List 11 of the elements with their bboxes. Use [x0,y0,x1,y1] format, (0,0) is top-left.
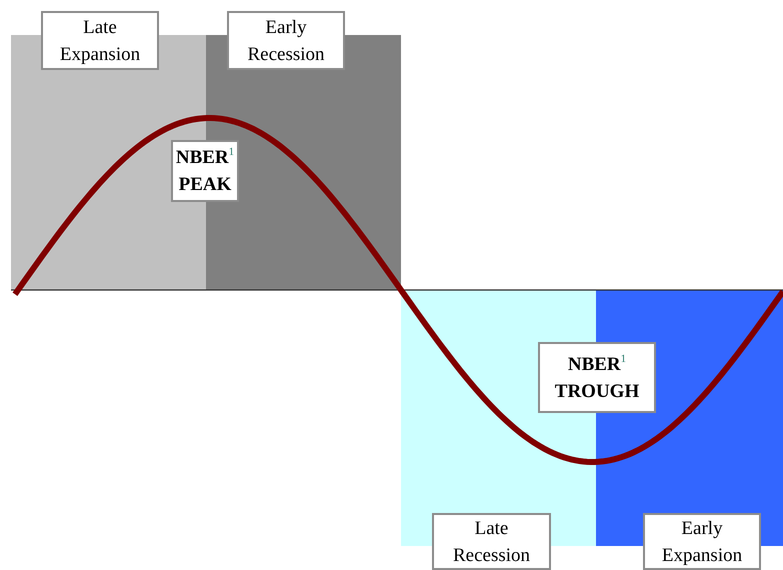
label-box [643,513,761,570]
phase-label: Late Recession [452,516,532,568]
phase-label: Late Expansion [58,16,142,66]
label-box [227,11,345,70]
label-box [41,11,159,70]
phase-label: NBER$^{1}$ TROUGH [554,352,640,404]
phase-label: Early Recession [246,16,326,66]
phase-label: Early Expansion [660,516,744,568]
phase-label: NBER$^{1}$ PEAK [174,145,236,197]
label-box [538,342,656,413]
label-box [432,513,551,570]
